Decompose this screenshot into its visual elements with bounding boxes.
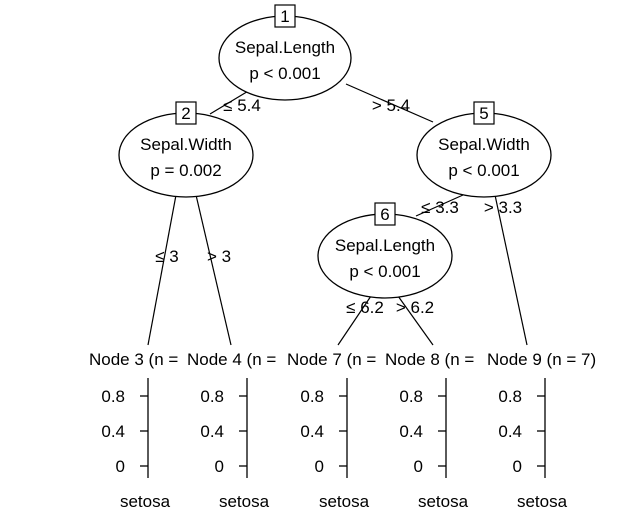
- edge-2-to-3: [147, 194, 177, 346]
- category-label-3: setosa: [120, 492, 171, 511]
- edge-label-5-to-9: > 3.3: [484, 198, 522, 217]
- terminal-node-3: Node 3 (n = 0.8 0.4 0 setosa: [89, 350, 178, 511]
- axis-tick-label-3-1: 0.4: [101, 422, 125, 441]
- edge-label-6-to-8: > 6.2: [396, 298, 434, 317]
- axis-tick-label-3-2: 0: [116, 457, 125, 476]
- node-id-5: 5: [479, 104, 488, 123]
- terminal-node-8: Node 8 (n = 0.8 0.4 0 setosa: [385, 350, 474, 511]
- edges-layer: [147, 83, 528, 346]
- terminal-node-4: Node 4 (n = 0.8 0.4 0 setosa: [187, 350, 276, 511]
- node-variable-1: Sepal.Length: [235, 38, 335, 57]
- node-pvalue-1: p < 0.001: [249, 64, 320, 83]
- axis-tick-label-4-0: 0.8: [200, 387, 224, 406]
- axis-tick-label-7-0: 0.8: [300, 387, 324, 406]
- edge-label-5-to-6: ≤ 3.3: [421, 198, 459, 217]
- node-id-6: 6: [380, 205, 389, 224]
- node-ellipse-6: [317, 213, 453, 299]
- edge-6-to-8: [397, 295, 434, 346]
- edge-label-6-to-7: ≤ 6.2: [346, 298, 384, 317]
- axis-tick-label-4-2: 0: [215, 457, 224, 476]
- axis-tick-label-7-1: 0.4: [300, 422, 324, 441]
- node-ellipse-1: [218, 15, 352, 101]
- terminal-title-4: Node 4 (n =: [187, 350, 276, 369]
- axis-tick-label-4-1: 0.4: [200, 422, 224, 441]
- node-pvalue-2: p = 0.002: [150, 161, 221, 180]
- axis-tick-label-8-1: 0.4: [399, 422, 423, 441]
- category-label-8: setosa: [418, 492, 469, 511]
- node-id-1: 1: [280, 7, 289, 26]
- node-variable-6: Sepal.Length: [335, 236, 435, 255]
- node-id-box-5: [473, 101, 495, 125]
- node-ellipse-2: [118, 112, 254, 198]
- node-id-2: 2: [181, 104, 190, 123]
- edge-1-to-2: [209, 89, 251, 115]
- edge-6-to-7: [337, 295, 372, 346]
- terminal-title-9: Node 9 (n = 7): [487, 350, 596, 369]
- terminal-node-9: Node 9 (n = 7) 0.8 0.4 0 setosa: [487, 350, 596, 511]
- edge-label-1-to-2: ≤ 5.4: [223, 96, 261, 115]
- terminal-node-7: Node 7 (n = 0.8 0.4 0 setosa: [287, 350, 376, 511]
- edge-5-to-9: [494, 194, 528, 346]
- edge-2-to-4: [195, 194, 232, 346]
- axis-tick-label-9-2: 0: [513, 457, 522, 476]
- edge-label-2-to-4: > 3: [207, 247, 231, 266]
- edge-label-1-to-5: > 5.4: [372, 96, 410, 115]
- axis-tick-label-9-0: 0.8: [498, 387, 522, 406]
- axis-tick-label-7-2: 0: [315, 457, 324, 476]
- node-id-box-1: [274, 4, 296, 28]
- node-id-box-2: [175, 101, 197, 125]
- node-pvalue-5: p < 0.001: [448, 161, 519, 180]
- axis-tick-label-8-0: 0.8: [399, 387, 423, 406]
- node-ellipse-5: [416, 112, 552, 198]
- node-id-box-6: [374, 202, 396, 226]
- node-variable-2: Sepal.Width: [140, 135, 232, 154]
- terminal-title-8: Node 8 (n =: [385, 350, 474, 369]
- edge-label-2-to-3: ≤ 3: [155, 247, 179, 266]
- category-label-4: setosa: [219, 492, 270, 511]
- axis-tick-label-3-0: 0.8: [101, 387, 125, 406]
- terminal-title-3: Node 3 (n =: [89, 350, 178, 369]
- category-label-9: setosa: [517, 492, 568, 511]
- node-variable-5: Sepal.Width: [438, 135, 530, 154]
- terminal-title-7: Node 7 (n =: [287, 350, 376, 369]
- edge-1-to-5: [345, 83, 434, 123]
- edge-labels-layer: ≤ 5.4 > 5.4 ≤ 3 > 3 ≤ 3.3 > 3.3 ≤ 6.2 > 6.2: [155, 96, 522, 317]
- node-pvalue-6: p < 0.001: [349, 262, 420, 281]
- axis-tick-label-8-2: 0: [414, 457, 423, 476]
- edge-5-to-6: [415, 194, 464, 217]
- category-label-7: setosa: [319, 492, 370, 511]
- axis-tick-label-9-1: 0.4: [498, 422, 522, 441]
